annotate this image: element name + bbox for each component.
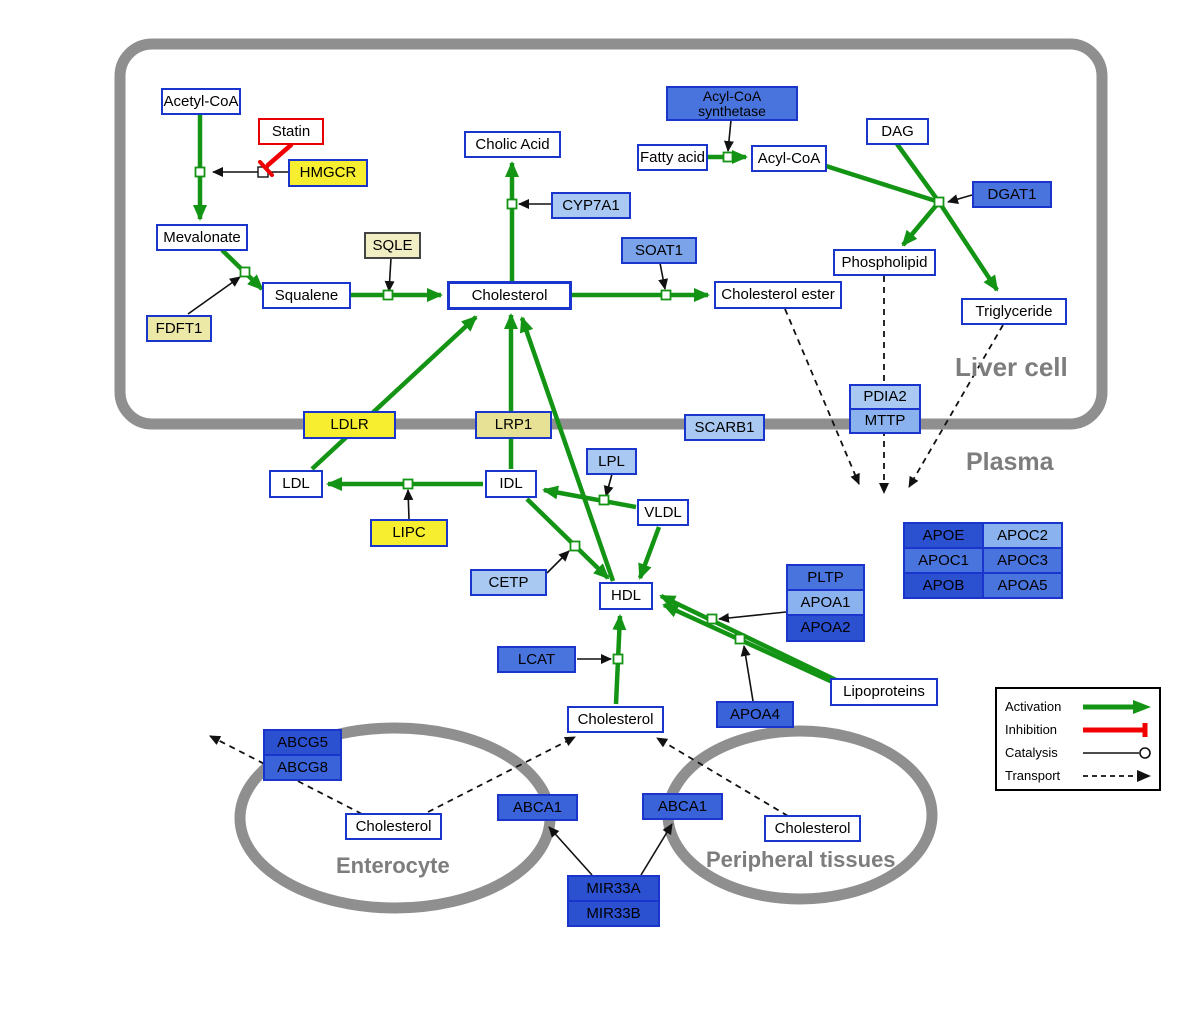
node-apoa1[interactable]: APOA1 (786, 589, 865, 616)
legend-inhibition-label: Inhibition (1005, 722, 1058, 737)
legend-activation-label: Activation (1005, 699, 1062, 714)
catalysis-edges (187, 119, 973, 876)
plasma-label: Plasma (966, 448, 1054, 476)
node-dgat1[interactable]: DGAT1 (972, 181, 1052, 208)
node-apob[interactable]: APOB (903, 572, 984, 599)
node-abcg8[interactable]: ABCG8 (263, 754, 342, 781)
transport-edges (209, 276, 1004, 817)
node-lpl[interactable]: LPL (586, 448, 637, 475)
node-abca1-enterocyte[interactable]: ABCA1 (497, 794, 578, 821)
node-mttp[interactable]: MTTP (849, 408, 921, 434)
node-phospholipid[interactable]: Phospholipid (833, 249, 936, 276)
node-dag[interactable]: DAG (866, 118, 929, 145)
node-acetyl-coa[interactable]: Acetyl-CoA (161, 88, 241, 115)
node-apoc2[interactable]: APOC2 (982, 522, 1063, 549)
node-mevalonate[interactable]: Mevalonate (156, 224, 248, 251)
legend-row-activation: Activation (1005, 695, 1153, 718)
reaction-node-squares (194, 151, 945, 665)
node-soat1[interactable]: SOAT1 (621, 237, 697, 264)
node-ldlr[interactable]: LDLR (303, 411, 396, 439)
node-apoa4[interactable]: APOA4 (716, 701, 794, 728)
node-statin[interactable]: Statin (258, 118, 324, 145)
node-lcat[interactable]: LCAT (497, 646, 576, 673)
inhibition-tbar-icon (1083, 722, 1148, 737)
node-apoa5[interactable]: APOA5 (982, 572, 1063, 599)
node-vldl[interactable]: VLDL (637, 499, 689, 526)
peripheral-tissues-label: Peripheral tissues (706, 847, 896, 872)
node-lipoproteins[interactable]: Lipoproteins (830, 678, 938, 706)
node-hmgcr[interactable]: HMGCR (288, 159, 368, 187)
node-fdft1[interactable]: FDFT1 (146, 315, 212, 342)
node-apoc3[interactable]: APOC3 (982, 547, 1063, 574)
legend-row-catalysis: Catalysis (1005, 741, 1153, 764)
liver-cell-label: Liver cell (955, 352, 1068, 382)
node-sqle[interactable]: SQLE (364, 232, 421, 259)
node-cholic-acid[interactable]: Cholic Acid (464, 131, 561, 158)
node-cetp[interactable]: CETP (470, 569, 547, 596)
node-cholesterol-liver[interactable]: Cholesterol (447, 281, 572, 310)
node-mir33b[interactable]: MIR33B (567, 900, 660, 927)
legend-row-transport: Transport (1005, 764, 1153, 787)
node-pdia2[interactable]: PDIA2 (849, 384, 921, 410)
node-idl[interactable]: IDL (485, 470, 537, 498)
node-apoc1[interactable]: APOC1 (903, 547, 984, 574)
node-cholesterol-enterocyte[interactable]: Cholesterol (345, 813, 442, 840)
node-hdl[interactable]: HDL (599, 582, 653, 610)
node-apoe[interactable]: APOE (903, 522, 984, 549)
node-cholesterol-plasma[interactable]: Cholesterol (567, 706, 664, 733)
enterocyte-label: Enterocyte (336, 853, 450, 878)
legend-catalysis-label: Catalysis (1005, 745, 1058, 760)
node-ldl[interactable]: LDL (269, 470, 323, 498)
node-pltp[interactable]: PLTP (786, 564, 865, 591)
node-mir33a[interactable]: MIR33A (567, 875, 660, 902)
node-apoa2[interactable]: APOA2 (786, 614, 865, 642)
node-acyl-coa[interactable]: Acyl-CoA (751, 145, 827, 172)
node-abcg5[interactable]: ABCG5 (263, 729, 342, 756)
activation-arrow-icon (1083, 699, 1151, 714)
node-abca1-peripheral[interactable]: ABCA1 (642, 793, 723, 820)
catalysis-circle-icon (1083, 746, 1151, 759)
node-squalene[interactable]: Squalene (262, 282, 351, 309)
node-fatty-acid[interactable]: Fatty acid (637, 144, 708, 171)
node-lipc[interactable]: LIPC (370, 519, 448, 547)
inhibition-edge (258, 142, 294, 177)
legend-row-inhibition: Inhibition (1005, 718, 1153, 741)
node-cholesterol-peripheral[interactable]: Cholesterol (764, 815, 861, 842)
transport-dashed-arrow-icon (1083, 769, 1151, 782)
node-cholesterol-ester[interactable]: Cholesterol ester (714, 281, 842, 309)
node-cyp7a1[interactable]: CYP7A1 (551, 192, 631, 219)
node-scarb1[interactable]: SCARB1 (684, 414, 765, 441)
node-lrp1[interactable]: LRP1 (475, 411, 552, 439)
legend: Activation Inhibition Catalysis Transpor… (995, 687, 1161, 791)
node-acyl-coa-synthetase[interactable]: Acyl-CoA synthetase (666, 86, 798, 121)
legend-transport-label: Transport (1005, 768, 1061, 783)
node-triglyceride[interactable]: Triglyceride (961, 298, 1067, 325)
